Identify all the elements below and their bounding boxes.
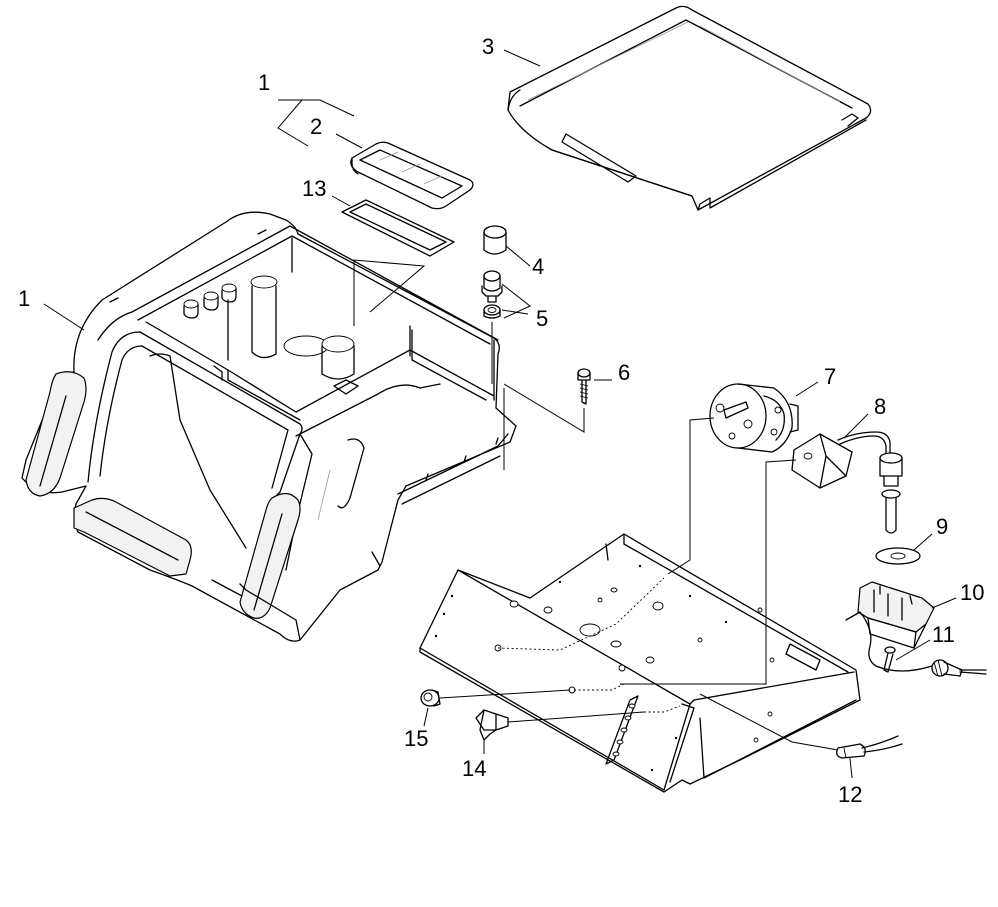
part-13-gasket (341, 199, 455, 257)
callout-10: 10 (960, 580, 984, 605)
callout-6: 6 (618, 360, 630, 385)
callout-leaders (43, 49, 957, 779)
part-4-cap (483, 225, 507, 255)
part-14-clip (475, 709, 509, 741)
part-11-screw (883, 646, 896, 673)
callout-11: 11 (932, 622, 955, 647)
part-5-button-and-nut (481, 270, 503, 319)
part-6-screw (577, 368, 591, 405)
part-15-knob (420, 689, 441, 707)
callout-1-top: 1 (258, 70, 270, 95)
part-3-lid (507, 5, 872, 211)
cable-connector (931, 659, 987, 677)
callout-2: 2 (310, 114, 322, 139)
callout-5: 5 (536, 306, 548, 331)
part-12-plug (836, 735, 903, 759)
callout-7: 7 (824, 364, 836, 389)
callout-3: 3 (482, 34, 494, 59)
callout-labels: 1 2 3 13 1 4 5 6 7 8 9 10 11 12 14 15 (18, 34, 984, 807)
part-2-display-window (350, 141, 474, 210)
callout-1-left: 1 (18, 286, 30, 311)
callout-15: 15 (404, 726, 428, 751)
part-8-thermostat (791, 431, 903, 534)
callout-9: 9 (936, 514, 948, 539)
callout-12: 12 (838, 782, 862, 807)
callout-13: 13 (302, 176, 326, 201)
part-1-housing (21, 211, 517, 642)
part-10-module (845, 581, 935, 672)
base-plate (419, 533, 861, 793)
part-9-washer (875, 547, 921, 565)
part-7-motor-unit (709, 383, 799, 453)
assembly-lines (353, 259, 839, 751)
callout-4: 4 (532, 254, 544, 279)
callout-8: 8 (874, 394, 886, 419)
callout-14: 14 (462, 756, 486, 781)
